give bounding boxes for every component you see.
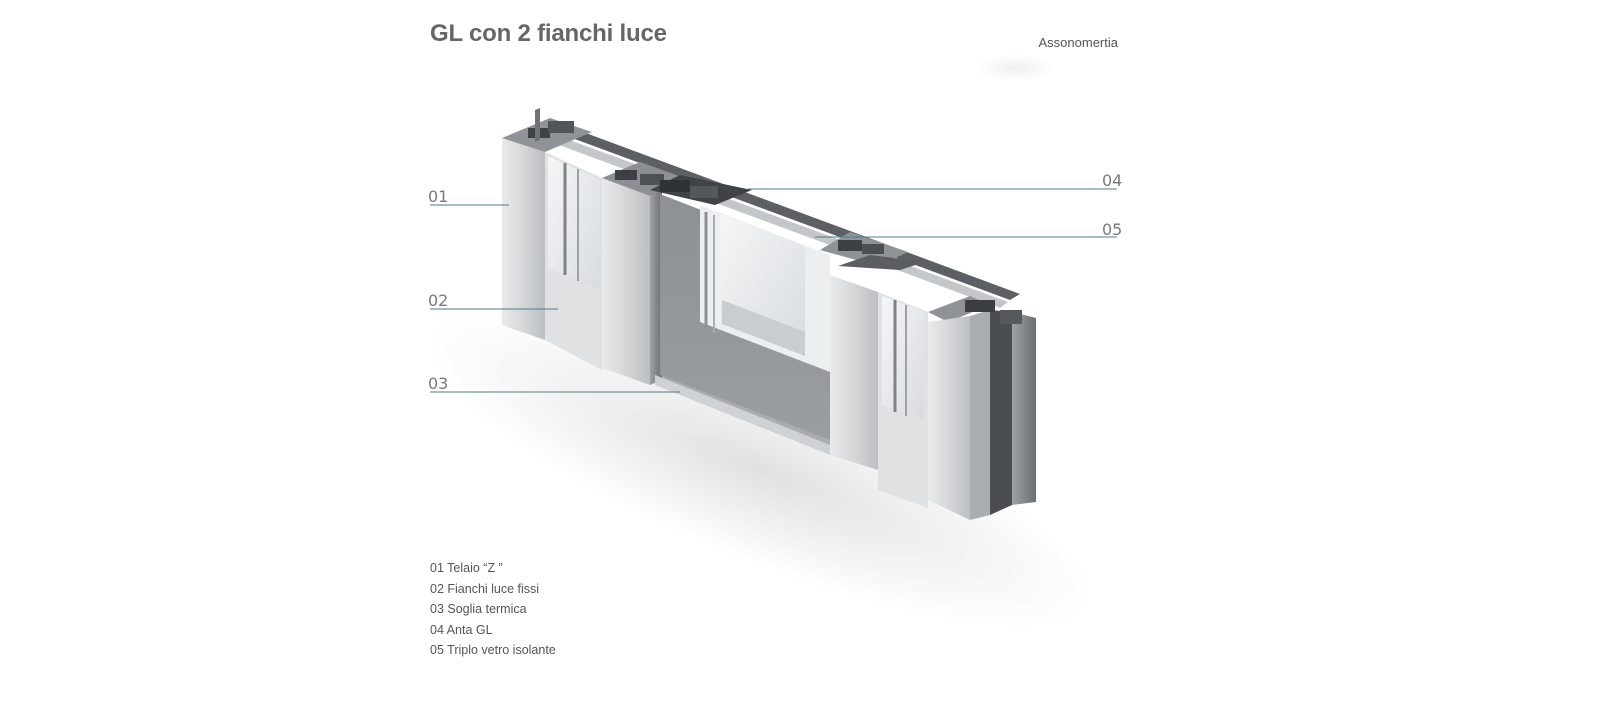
page-title: GL con 2 fianchi luce [430,20,667,47]
legend-item: 03 Soglia termica [430,602,527,616]
central-jamb-right [820,232,925,470]
ground-shadow [424,311,1096,629]
glare-spot [975,54,1055,82]
legend-item: 02 Fianchi luce fissi [430,581,540,596]
callout-05: 05 [815,220,1122,239]
callout-01: 01 [428,187,509,206]
right-side-light [878,292,1036,520]
view-label: Assonomertia [1038,35,1118,50]
svg-text:02: 02 [428,291,448,310]
svg-text:04: 04 [1102,171,1122,190]
svg-text:01: 01 [428,187,448,206]
legend: 01 Telaio “Z ” 02 Fianchi luce fissi 03 … [430,560,556,663]
legend-item: 04 Anta GL [430,622,493,637]
callout-04: 04 [748,171,1122,190]
legend-item: 01 Telaio “Z ” [430,561,503,575]
svg-text:03: 03 [428,374,448,393]
callout-02: 02 [428,291,558,310]
legend-item: 05 Triplo vetro isolante [430,643,556,657]
left-side-light [502,108,602,370]
svg-text:05: 05 [1102,220,1122,239]
sliding-sash [650,175,830,455]
top-rail [545,122,1020,300]
callout-03: 03 [428,374,680,393]
